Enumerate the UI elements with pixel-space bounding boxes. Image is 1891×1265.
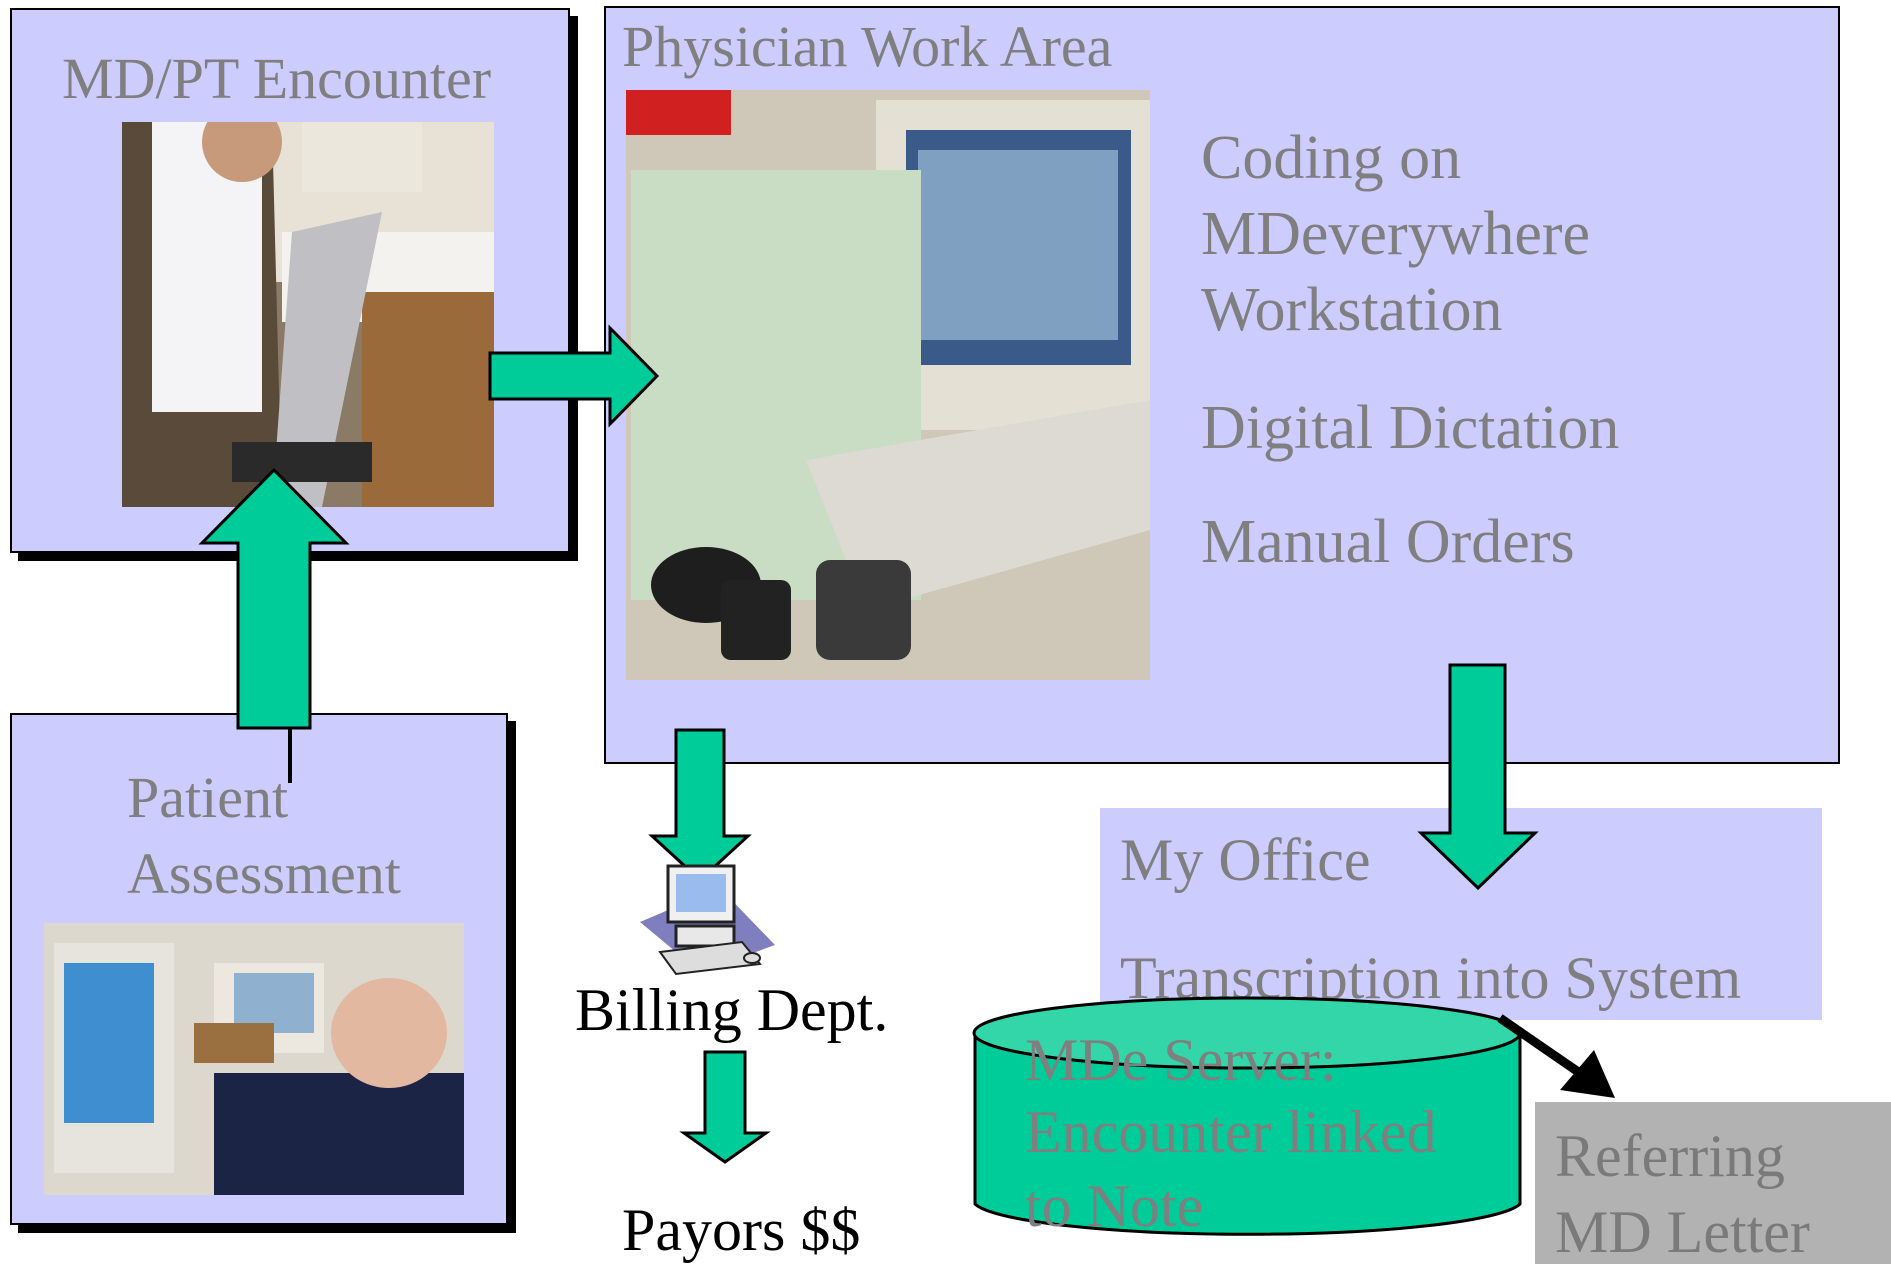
- work-item-coding-line2: MDeverywhere: [1201, 200, 1591, 268]
- exam-photo-illustration: [122, 122, 494, 507]
- server-line1: MDe Server:: [1025, 1027, 1337, 1093]
- work-item-orders: Manual Orders: [1201, 508, 1575, 576]
- office-line1: My Office: [1120, 827, 1371, 893]
- assessment-line1: Patient: [127, 765, 289, 830]
- arrow-billing-to-payors: [679, 1050, 771, 1164]
- work-item-coding-line3: Workstation: [1201, 276, 1503, 344]
- server-line2: Encounter linked: [1025, 1099, 1437, 1165]
- work-item-coding-line1: Coding on: [1201, 124, 1462, 192]
- office-line2: Transcription into System: [1120, 945, 1742, 1011]
- work-area-box: Physician Work Area Coding on MDeverywhe…: [604, 6, 1840, 764]
- arrow-server-to-referring: [1497, 1014, 1593, 1084]
- exam-photo: [122, 122, 494, 507]
- payors-label: Payors $$: [622, 1197, 861, 1263]
- work-area-title: Physician Work Area: [622, 14, 1113, 79]
- billing-computer-icon: [640, 864, 775, 976]
- assessment-box: Patient Assessment: [10, 713, 508, 1225]
- work-area-items: Coding on MDeverywhere Workstation Digit…: [1201, 120, 1619, 580]
- referring-line1: Referring: [1555, 1123, 1785, 1189]
- patient-photo: [44, 923, 464, 1195]
- workstation-photo-illustration: [626, 90, 1150, 680]
- encounter-title: MD/PT Encounter: [62, 46, 492, 111]
- workstation-photo: [626, 90, 1150, 680]
- billing-label: Billing Dept.: [575, 977, 889, 1043]
- encounter-box: MD/PT Encounter: [10, 8, 570, 553]
- server-line3: to Note: [1025, 1173, 1204, 1239]
- patient-photo-illustration: [44, 923, 464, 1195]
- office-box: My Office Transcription into System: [1100, 808, 1822, 1020]
- arrow-server-to-referring-head: [1560, 1050, 1615, 1098]
- assessment-line2: Assessment: [127, 841, 401, 906]
- work-item-dictation: Digital Dictation: [1201, 394, 1620, 462]
- referring-box: Referring MD Letter: [1535, 1102, 1891, 1264]
- referring-line2: MD Letter: [1555, 1199, 1810, 1265]
